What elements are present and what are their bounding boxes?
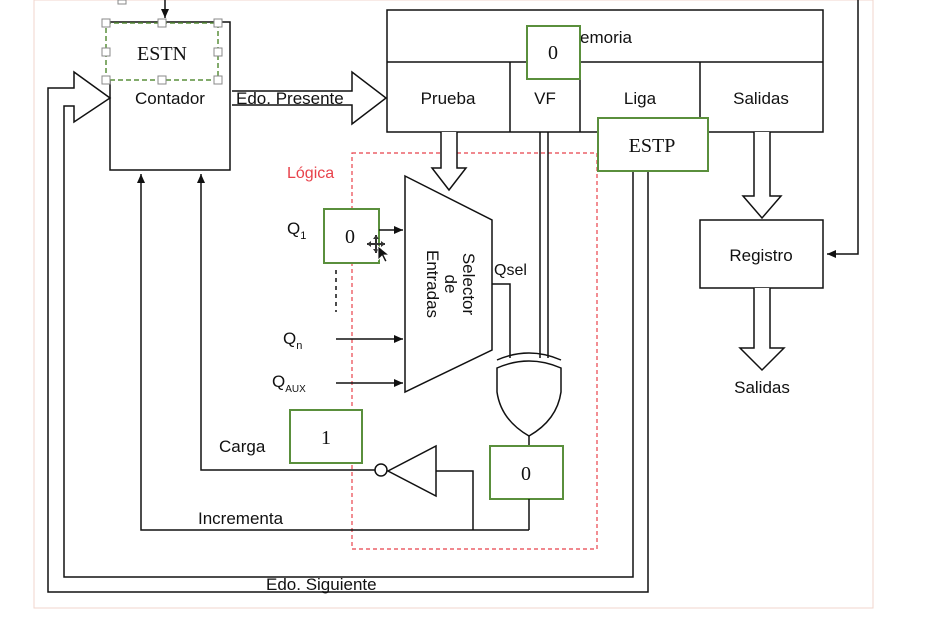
q1-value: 0 xyxy=(345,226,355,248)
salidas-bus xyxy=(741,132,783,220)
carga-value: 1 xyxy=(321,427,331,449)
carga-line xyxy=(197,174,375,471)
prueba-bus xyxy=(430,132,468,192)
registro-block[interactable] xyxy=(699,219,824,289)
xor-value-box[interactable] xyxy=(489,445,564,500)
vf-value: 0 xyxy=(548,42,558,64)
not-gate[interactable] xyxy=(386,444,437,498)
registro-output-bus xyxy=(738,288,786,372)
qsel-line xyxy=(492,283,511,358)
prueba-label: Prueba xyxy=(421,89,476,108)
qsel-label: Qsel xyxy=(494,262,527,279)
edo-siguiente-label: Edo. Siguiente xyxy=(266,575,377,594)
registro-label: Registro xyxy=(729,246,792,265)
incrementa-line xyxy=(137,174,529,531)
logic-label: Lógica xyxy=(287,165,334,182)
incrementa-label: Incrementa xyxy=(198,509,284,528)
carga-value-box[interactable] xyxy=(289,409,363,464)
edo-siguiente-bus xyxy=(47,70,649,593)
not-input-line xyxy=(436,470,474,530)
vf-value-box[interactable] xyxy=(526,25,581,80)
selector-line-3: Entradas xyxy=(423,250,442,318)
vf-label: VF xyxy=(534,89,556,108)
q1-value-box[interactable] xyxy=(323,208,380,264)
move-cursor-icon xyxy=(367,235,391,263)
estn-value: ESTN xyxy=(137,43,187,65)
salidas-column-label: Salidas xyxy=(733,89,789,108)
qaux-label: QAUX xyxy=(272,372,306,395)
xor-value: 0 xyxy=(521,463,531,485)
memoria-title: emoria xyxy=(580,28,633,47)
edo-presente-bus xyxy=(232,70,388,126)
selector-line-2: de xyxy=(441,275,460,294)
salidas-output-label: Salidas xyxy=(734,378,790,397)
registro-clock-line xyxy=(827,0,859,258)
logic-region xyxy=(351,152,598,550)
xor-gate-extra-arc xyxy=(496,352,562,361)
liga-label: Liga xyxy=(624,89,657,108)
page-frame xyxy=(33,0,874,609)
memoria-block[interactable] xyxy=(386,9,824,133)
q1-label: Q1 xyxy=(287,219,306,242)
selector-line-1: Selector xyxy=(459,253,478,316)
carga-label: Carga xyxy=(219,437,266,456)
estp-value: ESTP xyxy=(629,135,676,157)
not-gate-bubble xyxy=(374,463,388,477)
selection-handles[interactable] xyxy=(101,0,223,85)
xor-gate[interactable] xyxy=(496,360,562,437)
selector-entradas[interactable] xyxy=(404,174,493,394)
estp-value-box[interactable] xyxy=(597,117,709,172)
edo-presente-label: Edo. Presente xyxy=(236,89,344,108)
contador-label: Contador xyxy=(135,89,205,108)
qn-label: Qn xyxy=(283,329,302,352)
